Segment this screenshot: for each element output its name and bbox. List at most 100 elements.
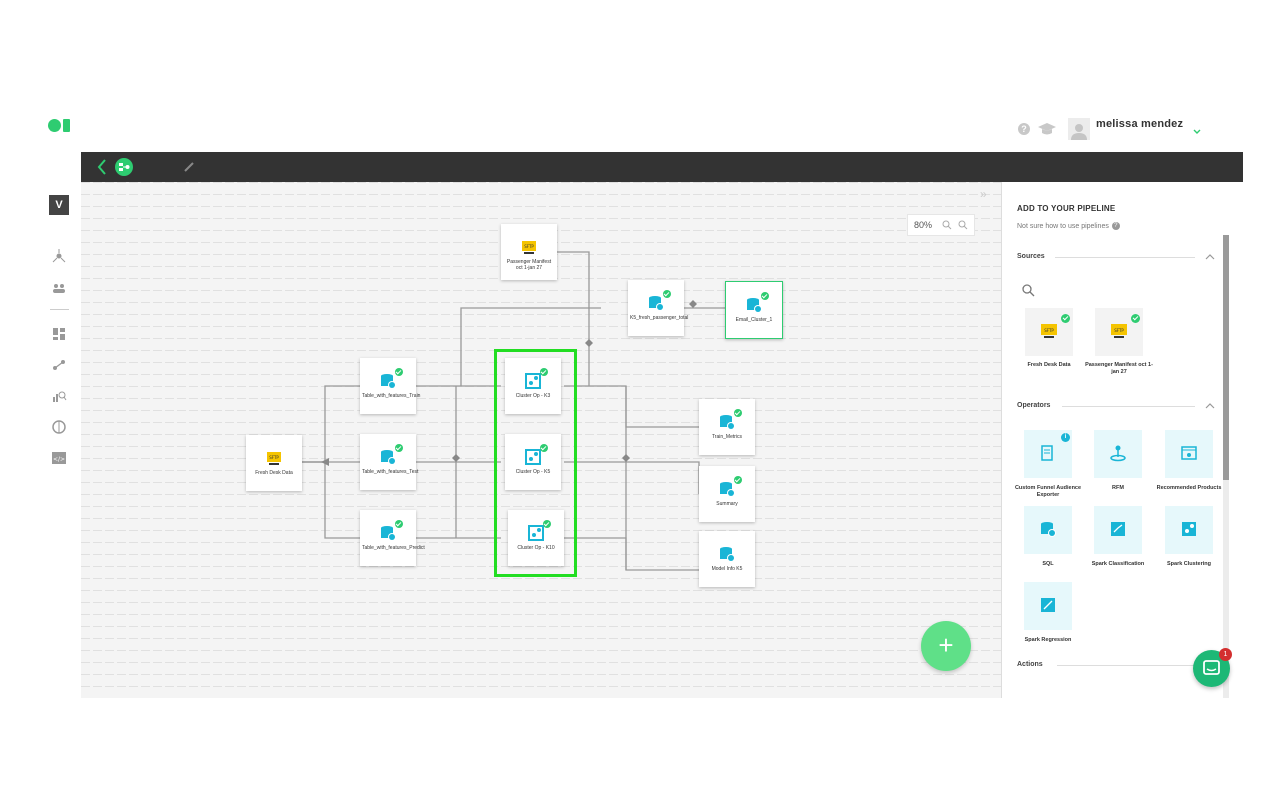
dashboard-icon[interactable] xyxy=(51,326,67,342)
check-icon xyxy=(543,520,551,528)
divider xyxy=(1062,406,1195,407)
app-logo[interactable] xyxy=(48,119,72,133)
check-icon xyxy=(395,368,403,376)
sftp-icon: SFTP xyxy=(1041,324,1057,338)
zoom-level: 80% xyxy=(914,220,933,230)
pipeline-node[interactable]: Cluster Op - K5 xyxy=(505,434,561,490)
node-label: Cluster Op - K10 xyxy=(517,545,555,551)
pipeline-node[interactable]: Table_with_features_Train xyxy=(360,358,421,414)
pipeline-node[interactable]: Summary xyxy=(699,466,755,522)
user-name[interactable]: melissa mendez xyxy=(1096,118,1184,130)
spark-regression-icon xyxy=(1041,598,1055,612)
scrollbar-thumb[interactable] xyxy=(1223,235,1229,480)
pipeline-nav-icon[interactable] xyxy=(51,357,67,373)
sftp-icon: SFTP xyxy=(1111,324,1127,338)
analytics-search-icon[interactable] xyxy=(51,388,67,404)
database-icon xyxy=(381,526,396,541)
operator-label: Custom Funnel Audience Exporter xyxy=(1014,485,1082,498)
check-icon xyxy=(663,290,671,298)
sql-icon xyxy=(1041,522,1056,537)
edit-pencil-icon[interactable] xyxy=(183,161,195,173)
pipeline-node[interactable]: K5_fresh_passenger_total xyxy=(628,280,689,336)
node-label: K5_fresh_passenger_total xyxy=(630,315,689,321)
network-icon[interactable] xyxy=(51,248,67,264)
graduation-cap-icon[interactable] xyxy=(1038,123,1056,135)
pipeline-node[interactable]: Cluster Op - K10 xyxy=(508,510,564,566)
pipeline-toolbar xyxy=(81,152,1243,182)
operator-card[interactable] xyxy=(1024,582,1072,630)
check-icon xyxy=(540,444,548,452)
node-label: Train_Metrics xyxy=(711,434,743,440)
chat-icon xyxy=(1203,660,1220,675)
help-icon[interactable]: ? xyxy=(1018,123,1030,135)
database-icon xyxy=(720,415,735,430)
pipeline-node[interactable]: Table_with_features_Test xyxy=(360,434,418,490)
check-icon xyxy=(1061,314,1070,323)
panel-scrollbar[interactable] xyxy=(1223,235,1229,698)
notification-badge: 1 xyxy=(1219,648,1232,661)
operators-header: Operators xyxy=(1017,402,1051,409)
operator-card[interactable] xyxy=(1165,506,1213,554)
node-label: Model Info K5 xyxy=(711,566,743,572)
node-label: Cluster Op - K5 xyxy=(515,469,551,475)
cluster-selection-box xyxy=(494,349,577,577)
node-label: Table_with_features_Train xyxy=(362,393,421,399)
svg-text:SFTP: SFTP xyxy=(1114,328,1124,333)
recommended-icon xyxy=(1181,446,1197,460)
database-icon xyxy=(720,482,735,497)
source-card[interactable]: SFTP xyxy=(1025,308,1073,356)
operator-card[interactable] xyxy=(1024,506,1072,554)
audience-icon[interactable] xyxy=(51,280,67,296)
node-label: Table_with_features_Predict xyxy=(362,545,425,551)
pipeline-canvas[interactable]: SFTP Passenger Manifest oct 1-jan 27 K5_… xyxy=(81,182,1001,698)
node-label: Fresh Desk Data xyxy=(255,470,293,476)
sources-header: Sources xyxy=(1017,253,1045,260)
operator-card[interactable] xyxy=(1165,430,1213,478)
workspace-switcher[interactable]: V xyxy=(49,195,69,215)
divider xyxy=(1057,665,1197,666)
chevron-up-icon[interactable] xyxy=(1205,254,1215,260)
pipeline-node[interactable]: Train_Metrics xyxy=(699,399,755,455)
help-link[interactable]: Not sure how to use pipelines? xyxy=(1017,222,1120,230)
pipeline-node[interactable]: SFTP Passenger Manifest oct 1-jan 27 xyxy=(501,224,557,280)
node-label: Cluster Op - K3 xyxy=(515,393,551,399)
user-area: ? melissa mendez xyxy=(1018,114,1201,144)
operator-card[interactable] xyxy=(1094,430,1142,478)
zoom-out-icon[interactable] xyxy=(958,220,968,230)
pipeline-node[interactable]: Table_with_features_Predict xyxy=(360,510,425,566)
help-text: Not sure how to use pipelines xyxy=(1017,222,1109,230)
chevron-down-icon[interactable] xyxy=(1193,128,1201,136)
info-icon[interactable]: i xyxy=(1061,433,1070,442)
source-card[interactable]: SFTP xyxy=(1095,308,1143,356)
svg-text:SFTP: SFTP xyxy=(524,244,534,249)
brain-icon[interactable] xyxy=(51,419,67,435)
pipeline-node[interactable]: Cluster Op - K3 xyxy=(505,358,561,414)
operator-label: Spark Clustering xyxy=(1166,561,1211,567)
chevron-up-icon[interactable] xyxy=(1205,403,1215,409)
pipeline-node[interactable]: Email_Cluster_1 xyxy=(725,281,783,339)
avatar[interactable] xyxy=(1068,118,1090,140)
code-icon[interactable]: </> xyxy=(51,450,67,466)
zoom-in-icon[interactable] xyxy=(942,220,952,230)
operator-label: Recommended Products xyxy=(1156,485,1222,491)
pipeline-node[interactable]: Model Info K5 xyxy=(699,531,755,587)
add-node-button[interactable]: + xyxy=(921,621,971,671)
rail-divider xyxy=(50,309,69,310)
svg-text:</>: </> xyxy=(53,456,65,463)
pipeline-node[interactable]: SFTP Fresh Desk Data xyxy=(246,435,302,491)
operator-label: RFM xyxy=(1112,485,1124,491)
operator-card[interactable] xyxy=(1094,506,1142,554)
back-arrow-icon[interactable] xyxy=(97,158,107,176)
database-icon xyxy=(720,547,735,562)
operator-card[interactable]: i xyxy=(1024,430,1072,478)
source-label: Passenger Manifest oct 1-jan 27 xyxy=(1085,362,1153,375)
check-icon xyxy=(761,292,769,300)
search-icon[interactable] xyxy=(1022,284,1035,297)
check-icon xyxy=(395,444,403,452)
collapse-panel-icon[interactable]: » xyxy=(980,187,987,201)
database-icon xyxy=(381,374,396,389)
check-icon xyxy=(734,409,742,417)
node-label: Summary xyxy=(716,501,738,507)
help-icon[interactable]: ? xyxy=(1111,222,1120,230)
panel-title: ADD TO YOUR PIPELINE xyxy=(1017,204,1116,213)
